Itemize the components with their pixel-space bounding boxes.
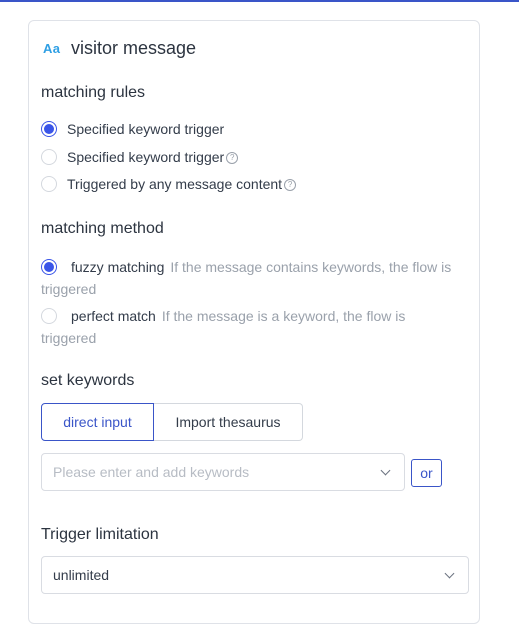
card-header: Aa visitor message — [43, 36, 196, 60]
radio-checked-icon[interactable] — [41, 121, 57, 137]
rule-option-label: Specified keyword trigger — [67, 149, 225, 165]
or-button[interactable]: or — [411, 459, 442, 487]
rule-option-any-message[interactable]: Triggered by any message content ? — [41, 176, 297, 192]
method-option-label: fuzzy matching — [71, 259, 165, 275]
help-circle-icon[interactable]: ? — [284, 179, 297, 191]
method-option-description: If the message contains keywords, the fl… — [41, 259, 452, 297]
top-accent-line — [0, 0, 519, 2]
rule-option-keyword[interactable]: Specified keyword trigger — [41, 121, 224, 137]
direct-input-button[interactable]: direct input — [41, 403, 154, 441]
matching-method-title: matching method — [41, 220, 164, 237]
chevron-down-icon[interactable] — [380, 465, 391, 476]
radio-unchecked-icon[interactable] — [41, 149, 57, 165]
method-option-label: perfect match — [71, 308, 156, 324]
visitor-message-card — [28, 20, 480, 624]
rule-option-label: Triggered by any message content — [67, 176, 283, 192]
trigger-limitation-value: unlimited — [53, 567, 110, 583]
keyword-select-placeholder: Please enter and add keywords — [53, 464, 250, 480]
trigger-limitation-title: Trigger limitation — [41, 526, 159, 543]
radio-unchecked-icon[interactable] — [41, 308, 57, 324]
help-circle-icon[interactable]: ? — [226, 152, 239, 164]
font-aa-icon: Aa — [43, 40, 61, 56]
radio-checked-icon[interactable] — [41, 259, 57, 275]
matching-rules-title: matching rules — [41, 84, 146, 101]
method-option-description: If the message is a keyword, the flow is… — [41, 308, 406, 346]
import-thesaurus-button[interactable]: Import thesaurus — [154, 403, 303, 441]
chevron-down-icon[interactable] — [444, 568, 455, 579]
radio-unchecked-icon[interactable] — [41, 176, 57, 192]
keyword-source-tabs: direct input Import thesaurus — [41, 403, 303, 441]
rule-option-keyword-2[interactable]: Specified keyword trigger ? — [41, 149, 239, 165]
card-title: visitor message — [71, 37, 197, 58]
trigger-limitation-select[interactable]: unlimited — [41, 556, 469, 594]
keyword-select[interactable]: Please enter and add keywords — [41, 453, 405, 491]
set-keywords-title: set keywords — [41, 372, 135, 389]
rule-option-label: Specified keyword trigger — [67, 121, 225, 137]
